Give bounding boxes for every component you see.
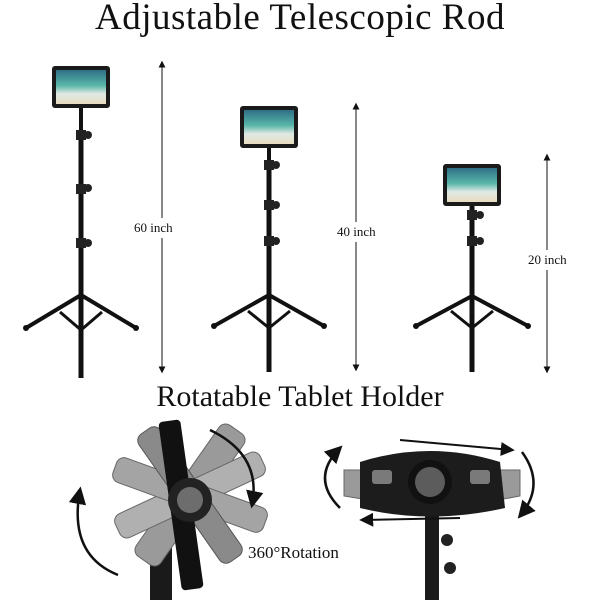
height-label-40: 40 inch (337, 222, 376, 242)
rotation-label: 360°Rotation (248, 543, 339, 562)
section-subtitle: Rotatable Tablet Holder (156, 380, 444, 413)
height-label-20: 20 inch (528, 250, 567, 270)
page-title: Adjustable Telescopic Rod (95, 0, 505, 38)
height-label-60: 60 inch (134, 218, 173, 238)
rotating-holder-right (323, 439, 536, 600)
stand-20-inch (413, 153, 551, 374)
rotating-holder-left (68, 419, 268, 600)
stand-60-inch (23, 60, 166, 378)
stand-40-inch (211, 102, 360, 372)
